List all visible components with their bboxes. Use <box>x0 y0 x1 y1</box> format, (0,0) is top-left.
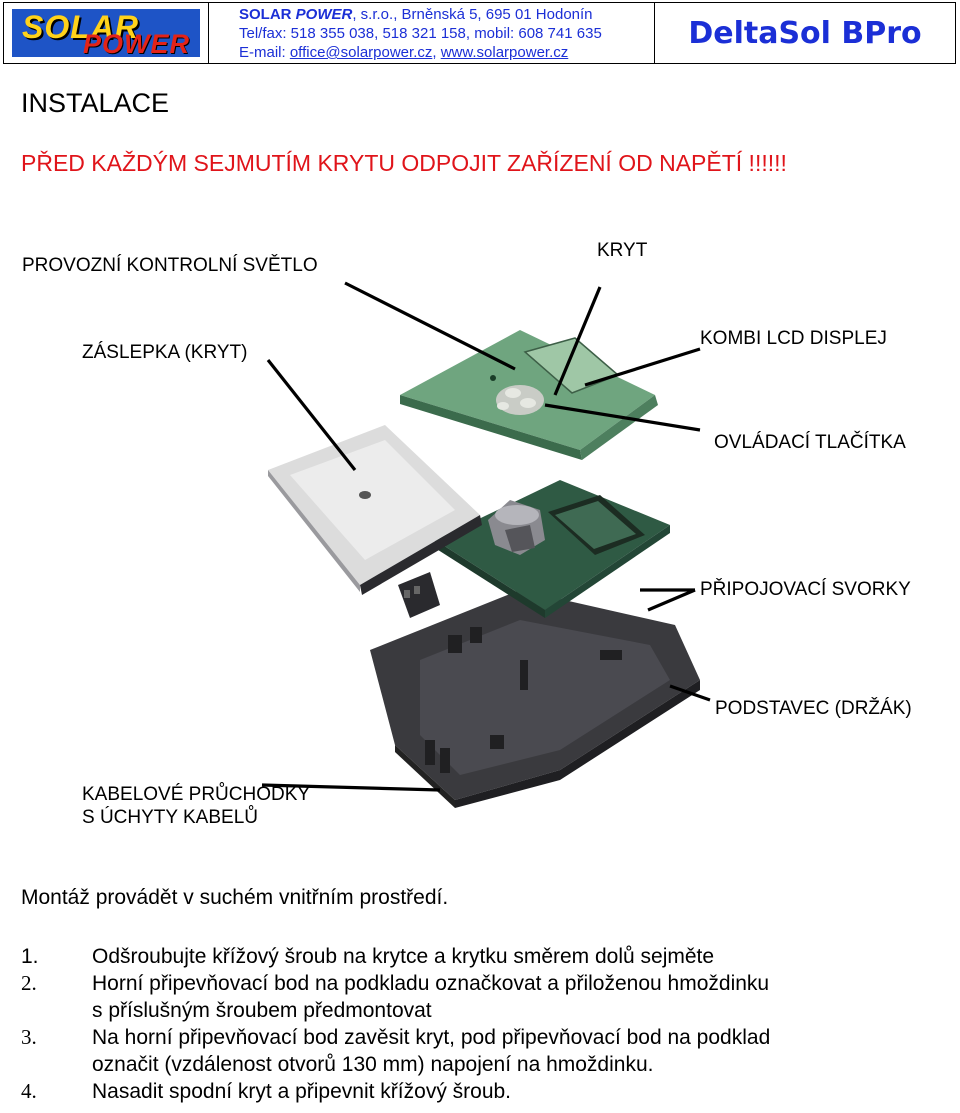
step-text: Na horní připevňovací bod zavěsit kryt, … <box>92 1024 941 1078</box>
label-terminals: PŘIPOJOVACÍ SVORKY <box>700 579 911 600</box>
label-lcd-display: KOMBI LCD DISPLEJ <box>700 328 887 349</box>
step-text: Odšroubujte křížový šroub na krytce a kr… <box>92 943 941 970</box>
base-holder-illustration <box>370 590 700 808</box>
contact-info: SOLAR POWER, s.r.o., Brněnská 5, 695 01 … <box>209 3 655 63</box>
company-web-line: E-mail: office@solarpower.cz, www.solarp… <box>239 43 654 62</box>
logo-solar-text: SOLAR <box>22 9 139 45</box>
step-line: s příslušným šroubem předmontovat <box>92 999 432 1022</box>
label-control-buttons: OVLÁDACÍ TLAČÍTKA <box>714 432 906 453</box>
step-item: 3. Na horní připevňovací bod zavěsit kry… <box>21 1024 941 1078</box>
label-cable-glands-line2: S ÚCHYTY KABELŮ <box>82 807 258 828</box>
website-link[interactable]: www.solarpower.cz <box>440 44 569 61</box>
step-item: 1. Odšroubujte křížový šroub na krytce a… <box>21 943 941 970</box>
company-phones: Tel/fax: 518 355 038, 518 321 158, mobil… <box>239 25 602 42</box>
button-assembly-illustration <box>488 500 545 555</box>
step-number: 2. <box>21 971 37 995</box>
step-number: 1. <box>21 945 39 968</box>
label-cable-glands-line1: KABELOVÉ PRŮCHODKY <box>82 784 311 805</box>
step-line: Horní připevňovací bod na podkladu označ… <box>92 972 770 995</box>
letterhead: SOLAR POWER SOLAR POWER, s.r.o., Brněnsk… <box>3 2 956 64</box>
step-line: Odšroubujte křížový šroub na krytce a kr… <box>92 945 715 968</box>
blank-cover-illustration <box>268 425 482 595</box>
installation-note: Montáž provádět v suchém vnitřním prostř… <box>21 886 449 909</box>
safety-warning: PŘED KAŽDÝM SEJMUTÍM KRYTU ODPOJIT ZAŘÍZ… <box>21 150 787 176</box>
circuit-board-illustration <box>435 480 670 618</box>
step-line: označit (vzdálenost otvorů 130 mm) napoj… <box>92 1053 654 1076</box>
link-separator: , <box>432 44 441 61</box>
logo-power-text: POWER <box>82 29 190 57</box>
installation-steps: 1. Odšroubujte křížový šroub na krytce a… <box>21 943 941 1105</box>
company-address-line: SOLAR POWER, s.r.o., Brněnská 5, 695 01 … <box>239 5 654 24</box>
step-item: 4. Nasadit spodní kryt a připevnit křížo… <box>21 1078 941 1105</box>
product-title: DeltaSol BPro <box>688 15 922 51</box>
company-name: SOLAR <box>239 6 292 23</box>
step-line: Nasadit spodní kryt a připevnit křížový … <box>92 1080 512 1103</box>
label-status-light: PROVOZNÍ KONTROLNÍ SVĚTLO <box>22 255 318 276</box>
front-cover-illustration <box>400 330 658 460</box>
step-number: 3. <box>21 1025 37 1049</box>
label-blank-cover: ZÁSLEPKA (KRYT) <box>82 342 248 363</box>
company-name-italic: POWER <box>295 6 353 23</box>
step-number: 4. <box>21 1079 37 1103</box>
step-item: 2. Horní připevňovací bod na podkladu oz… <box>21 970 941 1024</box>
company-address: , Brněnská 5, 695 01 Hodonín <box>393 6 593 23</box>
email-label: E-mail: <box>239 44 290 61</box>
company-logo-cell: SOLAR POWER <box>4 3 209 63</box>
step-text: Horní připevňovací bod na podkladu označ… <box>92 970 941 1024</box>
company-suffix: , s.r.o. <box>352 6 394 23</box>
label-base-holder: PODSTAVEC (DRŽÁK) <box>715 698 912 719</box>
section-heading: INSTALACE <box>21 88 170 118</box>
terminal-block-illustration <box>398 572 440 618</box>
leader-lines <box>261 281 711 792</box>
solar-power-logo: SOLAR POWER <box>12 9 200 57</box>
label-cover: KRYT <box>597 240 648 261</box>
step-text: Nasadit spodní kryt a připevnit křížový … <box>92 1078 941 1105</box>
step-line: Na horní připevňovací bod zavěsit kryt, … <box>92 1026 771 1049</box>
email-link[interactable]: office@solarpower.cz <box>289 44 433 61</box>
